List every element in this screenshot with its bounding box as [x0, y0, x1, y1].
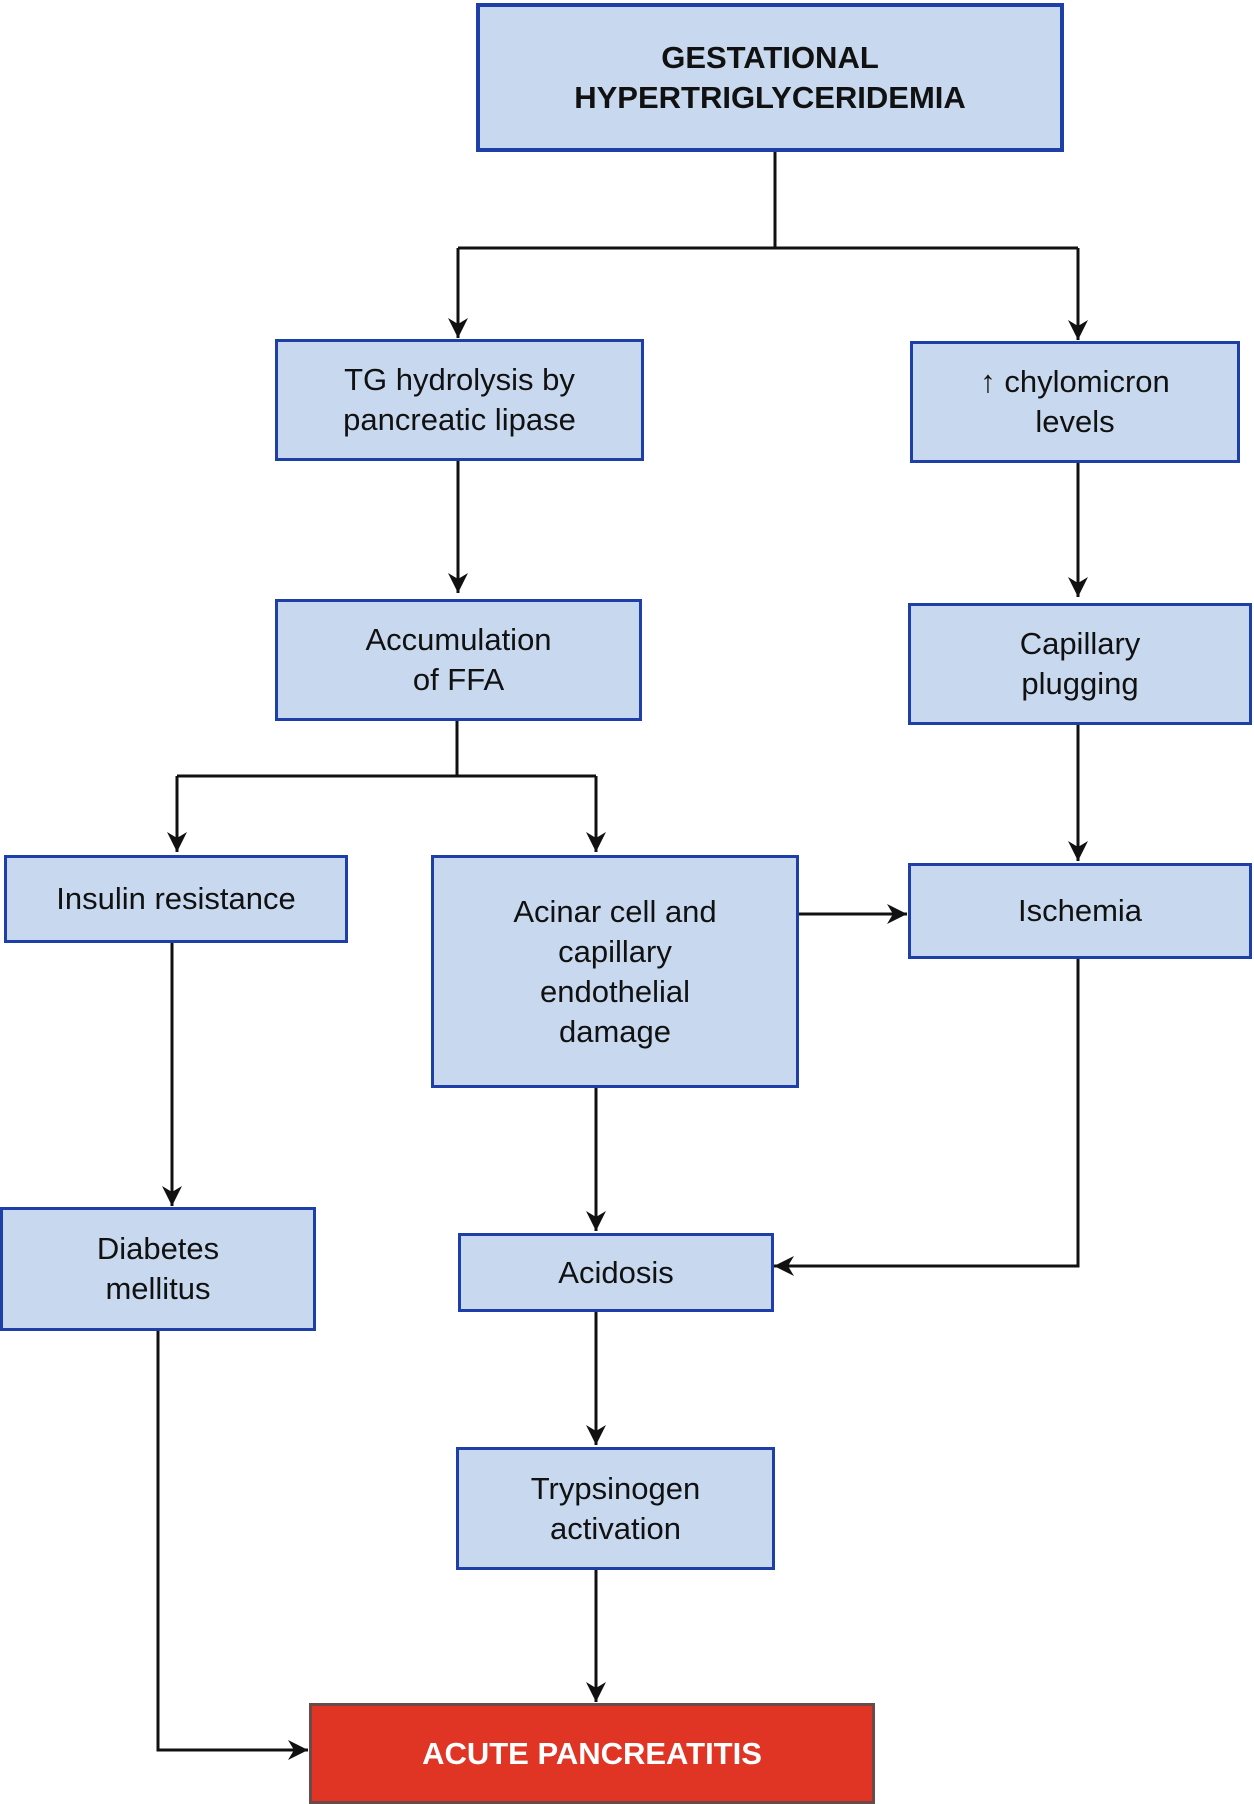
node-insulin-resistance: Insulin resistance [4, 855, 348, 943]
connector-ffa-split [177, 718, 596, 778]
node-acidosis: Acidosis [458, 1233, 774, 1312]
node-chylomicron-levels: ↑ chylomicron levels [910, 341, 1240, 463]
connector-top-split [458, 148, 1078, 250]
node-accumulation-of-ffa: Accumulation of FFA [275, 599, 642, 721]
node-acute-pancreatitis: ACUTE PANCREATITIS [309, 1703, 875, 1804]
node-acinar-cell-damage: Acinar cell and capillary endothelial da… [431, 855, 799, 1088]
node-ischemia: Ischemia [908, 863, 1252, 959]
arrow-ischemia-to-acidosis [774, 958, 1080, 1276]
arrow-diabetes-to-pancreatitis [156, 1328, 308, 1760]
node-trypsinogen-activation: Trypsinogen activation [456, 1447, 775, 1570]
node-capillary-plugging: Capillary plugging [908, 603, 1252, 725]
node-diabetes-mellitus: Diabetes mellitus [0, 1207, 316, 1331]
node-tg-hydrolysis: TG hydrolysis by pancreatic lipase [275, 339, 644, 461]
node-gestational-hypertriglyceridemia: GESTATIONAL HYPERTRIGLYCERIDEMIA [476, 3, 1064, 152]
